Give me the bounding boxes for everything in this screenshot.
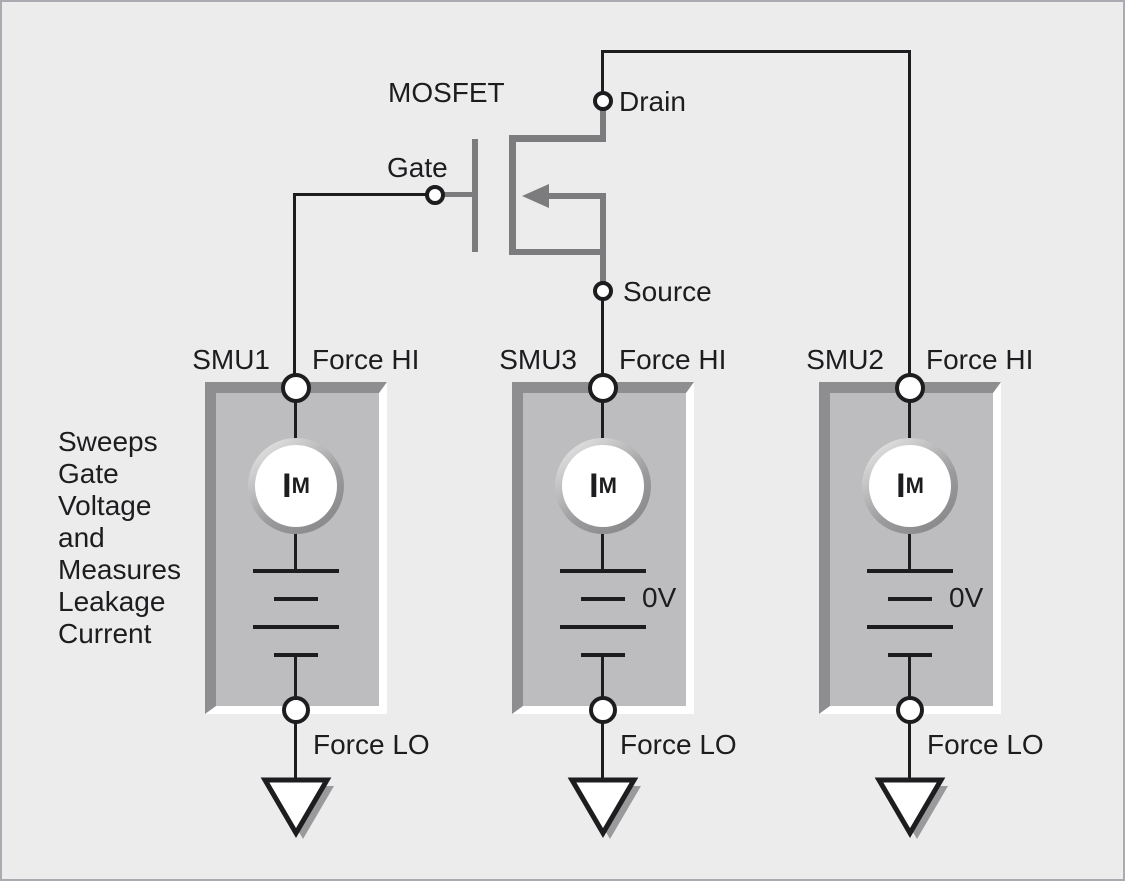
smu2-force-hi-terminal <box>895 373 925 403</box>
smu3-battery-plate-long <box>560 625 646 629</box>
smu1-force-hi-label: Force HI <box>312 344 420 375</box>
smu3-name-label: SMU3 <box>499 344 577 375</box>
smu1-name-label: SMU1 <box>192 344 270 375</box>
smu3-force-hi-terminal <box>588 373 618 403</box>
drain-terminal <box>593 91 613 111</box>
smu2-force-lo-terminal <box>896 696 924 724</box>
smu2-battery-label: 0V <box>949 582 984 613</box>
mosfet-title: MOSFET <box>388 77 505 108</box>
drain-wire-vertical <box>601 52 604 93</box>
smu1-ground-wire <box>294 722 297 780</box>
smu2-ground-icon <box>874 777 948 839</box>
smu3-internal-wire-top <box>601 402 604 440</box>
meter-subscript: M <box>905 473 924 498</box>
smu3-ground-wire <box>601 722 604 780</box>
smu3-ground-icon <box>567 777 641 839</box>
smu2-internal-wire-bottom <box>908 655 911 698</box>
gate-wire-vertical <box>293 193 296 375</box>
mosfet-gate-lead <box>443 192 475 197</box>
smu1-internal-wire-bottom <box>294 655 297 698</box>
annotation-line: Leakage <box>58 586 166 617</box>
smu1-battery-plate-long <box>253 625 339 629</box>
mosfet-body-arrow-icon <box>522 184 549 208</box>
gate-terminal <box>425 185 445 205</box>
smu2-battery-plate-long <box>867 625 953 629</box>
meter-symbol: I <box>589 466 599 505</box>
meter-subscript: M <box>598 473 617 498</box>
smu2-ground-wire <box>908 722 911 780</box>
smu2-name-label: SMU2 <box>806 344 884 375</box>
smu3-force-lo-terminal <box>589 696 617 724</box>
mosfet-drain-arm <box>509 135 606 142</box>
mosfet-source-arm <box>509 249 606 255</box>
annotation-line: Sweeps <box>58 426 158 457</box>
drain-wire-top-horizontal <box>601 50 911 53</box>
source-label: Source <box>623 276 712 307</box>
annotation-line: Current <box>58 618 152 649</box>
smu2-internal-wire-top <box>908 402 911 440</box>
smu1-force-hi-terminal <box>281 373 311 403</box>
smu2-battery-plate-short <box>888 597 932 601</box>
smu1-ground-icon <box>260 777 334 839</box>
smu3-battery-plate-long <box>560 569 646 573</box>
mosfet-drain-stub <box>600 108 606 140</box>
smu2-internal-wire-mid <box>908 534 911 571</box>
meter-symbol: I <box>282 466 292 505</box>
drain-wire-right-vertical <box>908 50 911 376</box>
annotation-line: Gate <box>58 458 119 489</box>
smu3-battery-plate-short <box>581 597 625 601</box>
gate-label: Gate <box>387 152 448 183</box>
smu2-force-lo-label: Force LO <box>927 729 1044 760</box>
mosfet-gate-bar <box>472 139 478 252</box>
smu3-internal-wire-bottom <box>601 655 604 698</box>
gate-wire-horizontal <box>293 193 427 196</box>
mosfet-channel-bar <box>509 135 516 255</box>
smu1-battery-plate-short <box>274 597 318 601</box>
smu3-force-lo-label: Force LO <box>620 729 737 760</box>
smu3-battery-label: 0V <box>642 582 677 613</box>
smu1-battery-plate-long <box>253 569 339 573</box>
annotation-line: Measures <box>58 554 181 585</box>
source-wire-vertical <box>601 300 604 376</box>
annotation-line: and <box>58 522 105 553</box>
smu1-force-lo-terminal <box>282 696 310 724</box>
drain-label: Drain <box>619 86 686 117</box>
smu3-force-hi-label: Force HI <box>619 344 727 375</box>
smu3-internal-wire-mid <box>601 534 604 571</box>
mosfet-source-vertical <box>600 193 606 284</box>
smu1-internal-wire-top <box>294 402 297 440</box>
annotation-text: Sweeps Gate Voltage and Measures Leakage… <box>58 426 181 650</box>
source-terminal <box>593 281 613 301</box>
meter-subscript: M <box>291 473 310 498</box>
smu2-battery-plate-long <box>867 569 953 573</box>
smu2-force-hi-label: Force HI <box>926 344 1034 375</box>
smu1-force-lo-label: Force LO <box>313 729 430 760</box>
mosfet-body-arrow-line <box>530 193 606 199</box>
meter-symbol: I <box>896 466 906 505</box>
annotation-line: Voltage <box>58 490 152 521</box>
smu1-internal-wire-mid <box>294 534 297 571</box>
